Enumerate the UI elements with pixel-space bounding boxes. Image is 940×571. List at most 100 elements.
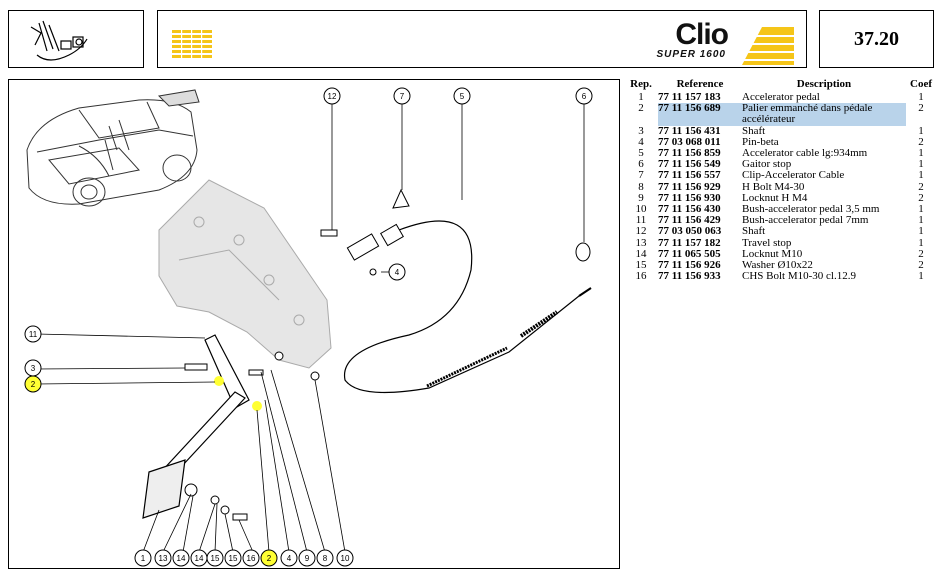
row-description: Shaft — [742, 124, 766, 137]
row-coef: 1 — [918, 169, 924, 182]
callout-12: 12 — [323, 87, 341, 105]
row-reference: 77 11 156 431 — [658, 124, 721, 137]
header-reference: Reference — [676, 78, 724, 90]
callout-6: 6 — [575, 87, 593, 105]
callout-5: 5 — [453, 87, 471, 105]
svg-text:4: 4 — [395, 268, 400, 277]
row-description: H Bolt M4-30 — [742, 180, 805, 193]
row-rep: 14 — [635, 247, 647, 260]
row-description: Pin-beta — [742, 135, 779, 148]
row-description: Shaft — [742, 225, 766, 238]
row-description: Bush-accelerator pedal 7mm — [742, 214, 869, 227]
svg-text:16: 16 — [247, 554, 256, 563]
svg-text:5: 5 — [460, 92, 465, 101]
row-coef: 1 — [918, 270, 924, 283]
section-icon-box — [8, 10, 144, 68]
parts-table-header: Rep. Reference Description Coef — [624, 78, 936, 92]
header-rep: Rep. — [630, 78, 652, 90]
pedal-cable-icon — [30, 20, 88, 61]
brand-logo: Clio — [675, 18, 729, 51]
row-reference: 77 11 065 505 — [658, 247, 721, 260]
svg-text:10: 10 — [341, 554, 350, 563]
page-number: 37.20 — [854, 27, 899, 50]
yellow-stripes-logo — [172, 30, 212, 60]
svg-text:13: 13 — [159, 554, 168, 563]
callout-11: 11 — [24, 325, 42, 343]
accelerator-pedal — [142, 334, 250, 519]
pedal-bracket — [158, 179, 332, 369]
row-rep: 1 — [638, 91, 644, 103]
callout-16: 16 — [242, 549, 260, 567]
row-reference: 77 11 156 929 — [658, 180, 721, 193]
row-rep: 4 — [638, 135, 644, 148]
svg-text:1: 1 — [141, 554, 146, 563]
row-coef: 1 — [918, 203, 924, 216]
row-reference: 77 11 156 689 — [658, 102, 742, 126]
callout-10: 10 — [336, 549, 354, 567]
svg-text:14: 14 — [177, 554, 186, 563]
row-description: Locknut M10 — [742, 247, 803, 260]
header-coef: Coef — [910, 78, 932, 90]
row-coef: 1 — [918, 158, 924, 171]
row-rep: 3 — [638, 124, 644, 137]
row-description: Accelerator pedal — [742, 91, 820, 103]
row-coef: 1 — [918, 236, 924, 249]
svg-text:15: 15 — [229, 554, 238, 563]
table-row[interactable]: 8 77 11 156 929 H Bolt M4-30 2 — [624, 180, 936, 193]
svg-text:7: 7 — [400, 92, 405, 101]
row-reference: 77 11 156 557 — [658, 169, 721, 182]
svg-text:14: 14 — [195, 554, 204, 563]
row-description: Bush-accelerator pedal 3,5 mm — [742, 203, 880, 216]
header-description: Description — [796, 78, 852, 90]
callout-15: 15 — [224, 549, 242, 567]
callout-2: 2 — [24, 375, 42, 393]
svg-text:15: 15 — [211, 554, 220, 563]
row-reference: 77 03 068 011 — [658, 135, 721, 148]
brand-subtitle: SUPER 1600 — [656, 49, 726, 60]
callout-8: 8 — [316, 549, 334, 567]
row-description: Gaitor stop — [742, 158, 792, 171]
row-reference: 77 11 156 430 — [658, 203, 721, 216]
row-description: Palier emmanché dans pédale accélérateur — [742, 102, 906, 126]
row-coef: 2 — [918, 102, 924, 115]
row-coef: 2 — [918, 259, 924, 272]
row-reference: 77 11 156 926 — [658, 259, 721, 272]
callout-4: 4 — [280, 549, 298, 567]
callout-9: 9 — [298, 549, 316, 567]
row-coef: 1 — [918, 124, 924, 137]
row-reference: 77 11 157 183 — [658, 91, 721, 103]
row-rep: 15 — [635, 259, 647, 272]
car-location-sketch — [26, 89, 200, 207]
callout-14: 14 — [172, 549, 190, 567]
accelerator-cable — [343, 220, 580, 394]
row-rep: 6 — [638, 158, 644, 171]
row-rep: 5 — [638, 147, 644, 160]
svg-text:8: 8 — [323, 554, 328, 563]
row-description: Travel stop — [742, 236, 792, 249]
row-rep: 11 — [635, 214, 647, 227]
row-rep: 8 — [638, 180, 644, 193]
callout-13: 13 — [154, 549, 172, 567]
svg-text:6: 6 — [582, 92, 587, 101]
table-row[interactable]: 3 77 11 156 431 Shaft 1 — [624, 124, 936, 137]
row-description: CHS Bolt M10-30 cl.12.9 — [742, 270, 856, 283]
row-coef: 1 — [918, 225, 924, 238]
row-coef: 2 — [918, 180, 924, 193]
